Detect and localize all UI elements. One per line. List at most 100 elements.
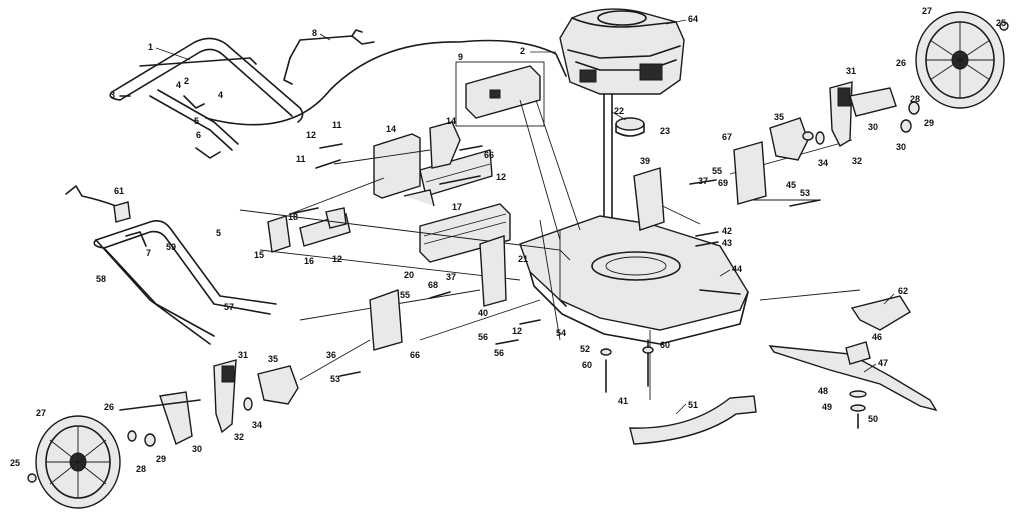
callout-12: 12 — [332, 254, 342, 264]
wheel-bottom-left — [35, 415, 121, 509]
callout-64: 64 — [688, 14, 698, 24]
blade-adapter — [850, 295, 911, 331]
callout-43: 43 — [722, 238, 732, 248]
callout-28: 28 — [910, 94, 920, 104]
rear-axle-plates — [369, 235, 507, 351]
height-adjuster-right — [769, 117, 809, 161]
callout-55: 55 — [400, 290, 410, 300]
upper-handle — [109, 37, 304, 159]
callout-37: 37 — [698, 176, 708, 186]
callout-2: 2 — [520, 46, 525, 56]
callout-28: 28 — [136, 464, 146, 474]
callout-4: 4 — [176, 80, 181, 90]
callout-36: 36 — [326, 350, 336, 360]
callout-25: 25 — [996, 18, 1006, 28]
callout-25: 25 — [10, 458, 20, 468]
callout-labels: 1 2 2 3 4 4 5 5 6 8 9 11 11 12 12 12 12 … — [10, 6, 1006, 474]
callout-3: 3 — [110, 90, 115, 100]
callout-26: 26 — [896, 58, 906, 68]
callout-15: 15 — [254, 250, 264, 260]
callout-23: 23 — [660, 126, 670, 136]
callout-7: 7 — [146, 248, 151, 258]
pulley — [615, 117, 645, 137]
callout-22: 22 — [614, 106, 624, 116]
engine — [559, 8, 685, 231]
callout-46: 46 — [872, 332, 882, 342]
callout-6: 6 — [196, 130, 201, 140]
callout-29: 29 — [924, 118, 934, 128]
callout-11: 11 — [332, 120, 342, 130]
callout-60: 60 — [660, 340, 670, 350]
callout-4: 4 — [218, 90, 223, 100]
callout-44: 44 — [732, 264, 742, 274]
callout-68: 68 — [428, 280, 438, 290]
callout-5: 5 — [194, 116, 199, 126]
callout-53: 53 — [800, 188, 810, 198]
mower-deck — [519, 215, 749, 345]
callout-14: 14 — [386, 124, 396, 134]
discharge-chute — [419, 149, 493, 197]
callout-9: 9 — [458, 52, 463, 62]
callout-62: 62 — [898, 286, 908, 296]
baffle — [629, 395, 757, 445]
callout-56: 56 — [478, 332, 488, 342]
callout-34: 34 — [252, 420, 262, 430]
callout-45: 45 — [786, 180, 796, 190]
callout-16: 16 — [304, 256, 314, 266]
lower-handle — [93, 220, 277, 345]
control-bail — [283, 29, 375, 85]
callout-59: 59 — [166, 242, 176, 252]
callout-58: 58 — [96, 274, 106, 284]
callout-11: 11 — [296, 154, 306, 164]
callout-17: 17 — [452, 202, 462, 212]
callout-34: 34 — [818, 158, 828, 168]
adjust-lever-right — [829, 81, 897, 147]
callout-30: 30 — [896, 142, 906, 152]
callout-12: 12 — [496, 172, 506, 182]
callout-66: 66 — [484, 150, 494, 160]
rope-guide — [65, 185, 131, 223]
callout-42: 42 — [722, 226, 732, 236]
callout-56: 56 — [494, 348, 504, 358]
callout-48: 48 — [818, 386, 828, 396]
control-cable — [205, 39, 567, 126]
bolts — [27, 21, 1009, 483]
callout-20: 20 — [404, 270, 414, 280]
gas-tank-panel — [455, 61, 545, 127]
callout-54: 54 — [556, 328, 566, 338]
callout-30: 30 — [192, 444, 202, 454]
adjust-lever-left — [119, 359, 237, 445]
callout-53: 53 — [330, 374, 340, 384]
callout-66: 66 — [410, 350, 420, 360]
wheel-top-right — [915, 11, 1005, 109]
callout-31: 31 — [846, 66, 856, 76]
callout-21: 21 — [518, 254, 528, 264]
callout-35: 35 — [774, 112, 784, 122]
callout-14: 14 — [446, 116, 456, 126]
blade — [768, 341, 938, 412]
leader-lines — [155, 19, 895, 415]
callout-51: 51 — [688, 400, 698, 410]
callout-8: 8 — [312, 28, 317, 38]
callout-27: 27 — [922, 6, 932, 16]
callout-67: 67 — [722, 132, 732, 142]
height-adjuster-left — [257, 365, 299, 405]
callout-57: 57 — [224, 302, 234, 312]
right-axle-brackets — [633, 141, 767, 231]
callout-26: 26 — [104, 402, 114, 412]
callout-2: 2 — [184, 76, 189, 86]
callout-32: 32 — [852, 156, 862, 166]
callout-49: 49 — [822, 402, 832, 412]
callout-47: 47 — [878, 358, 888, 368]
callout-18: 18 — [288, 212, 298, 222]
handle-bracket-upper — [373, 121, 461, 207]
callout-1: 1 — [148, 42, 153, 52]
callout-69: 69 — [718, 178, 728, 188]
callout-41: 41 — [618, 396, 628, 406]
callout-29: 29 — [156, 454, 166, 464]
rear-bracket — [419, 203, 511, 263]
callout-40: 40 — [478, 308, 488, 318]
callout-32: 32 — [234, 432, 244, 442]
callout-55: 55 — [712, 166, 722, 176]
